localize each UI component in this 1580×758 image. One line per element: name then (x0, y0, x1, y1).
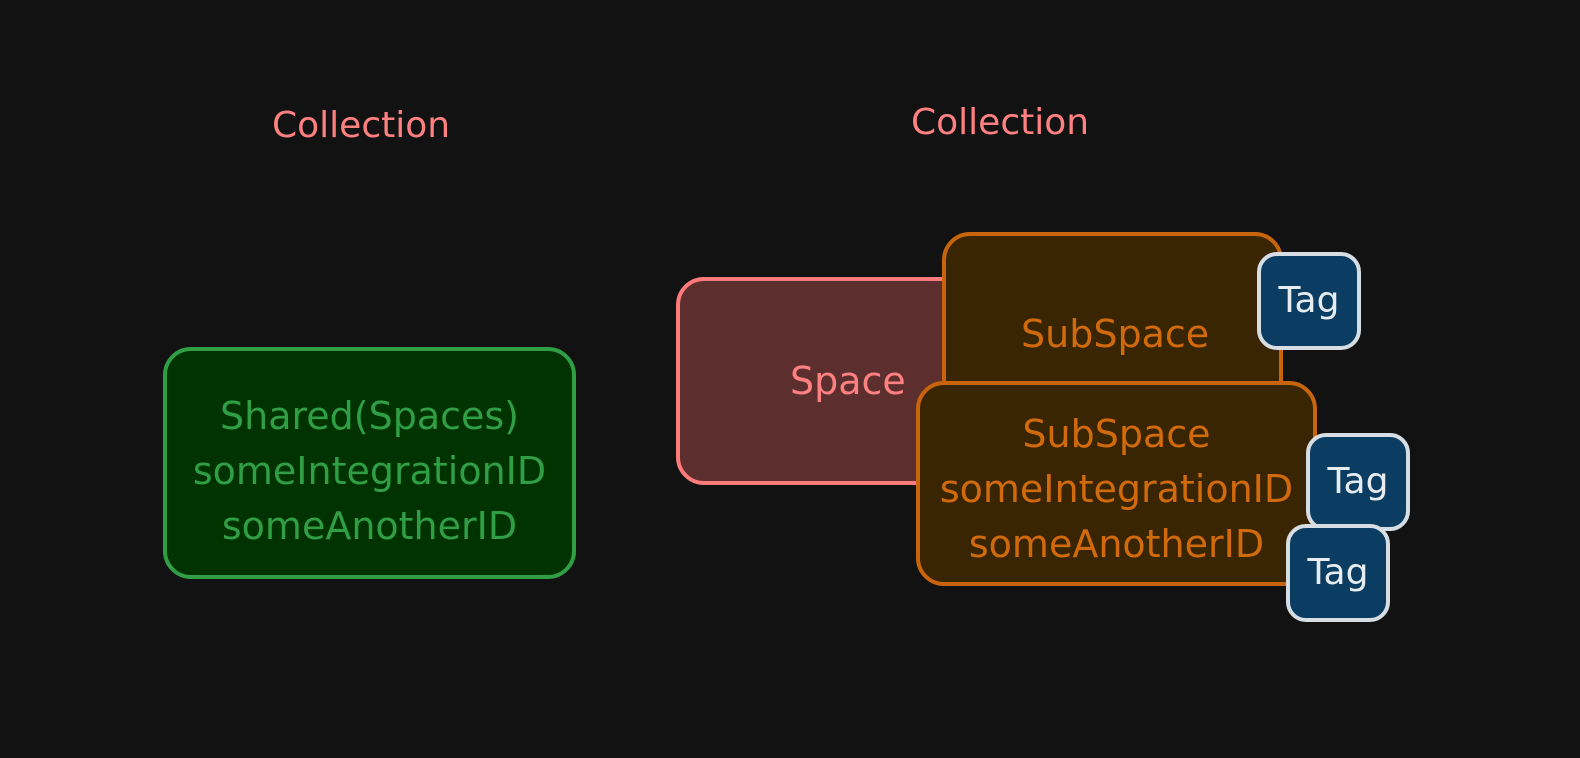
subspace-bottom-line-1: SubSpace (1022, 412, 1211, 456)
subspace-box-bottom: SubSpace someIntegrationID someAnotherID (916, 381, 1317, 586)
shared-box-line-3: someAnotherID (221, 504, 518, 548)
shared-box-line-2: someIntegrationID (192, 449, 547, 493)
shared-box-line-1: Shared(Spaces) (219, 394, 520, 438)
right-collection-title: Collection (911, 102, 1090, 143)
tag-label-3: Tag (1307, 552, 1369, 593)
subspace-bottom-text: SubSpace someIntegrationID someAnotherID (920, 407, 1313, 572)
subspace-bottom-line-2: someIntegrationID (939, 467, 1294, 511)
shared-box-text: Shared(Spaces) someIntegrationID someAno… (167, 389, 572, 554)
subspace-bottom-line-3: someAnotherID (968, 522, 1265, 566)
subspace-top-label: SubSpace (1021, 312, 1210, 356)
left-collection-title: Collection (272, 105, 451, 146)
tag-label-1: Tag (1278, 280, 1340, 321)
space-label: Space (790, 359, 906, 403)
space-box (676, 277, 976, 485)
tag-box-3: Tag (1286, 524, 1390, 622)
tag-box-2: Tag (1306, 433, 1410, 531)
shared-spaces-box: Shared(Spaces) someIntegrationID someAno… (163, 347, 576, 579)
subspace-box-top (942, 232, 1283, 407)
tag-label-2: Tag (1327, 461, 1389, 502)
tag-box-1: Tag (1257, 252, 1361, 350)
